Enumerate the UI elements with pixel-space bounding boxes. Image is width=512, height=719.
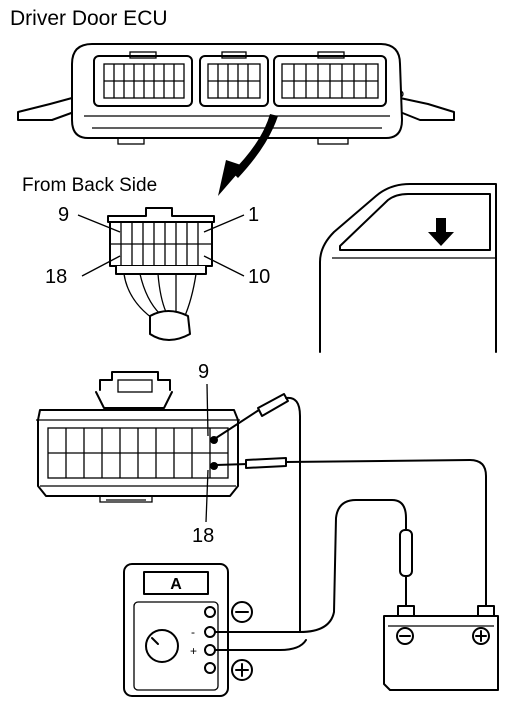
lead-to-battery-negative [214, 499, 407, 633]
multimeter: A - + [123, 563, 229, 697]
ecu-left-bracket [17, 97, 75, 121]
pointer-arrow [218, 114, 278, 196]
meter-minus-jack-label: - [191, 625, 195, 639]
battery-negative-terminal-icon [396, 627, 414, 645]
ecu-right-bracket [399, 97, 455, 121]
pin-18-leader [81, 255, 121, 277]
down-arrow-icon [428, 218, 454, 246]
probe-lower [215, 457, 487, 611]
pin-9-leader [77, 214, 121, 233]
pin-18-test-label: 18 [192, 525, 214, 547]
back-side-connector [107, 207, 215, 341]
meter-mode-label: A [170, 576, 182, 593]
pin-9-test-leader [206, 383, 209, 437]
pin-9-label: 9 [58, 204, 69, 226]
pin-1-label: 1 [248, 204, 259, 226]
meter-com-jack [204, 626, 216, 638]
pin-18-label: 18 [45, 266, 67, 288]
minus-circle-icon [231, 601, 253, 623]
meter-plus-jack [204, 644, 216, 656]
ecu-unit [17, 43, 455, 145]
meter-selector-dial [145, 629, 179, 663]
test-connector [36, 371, 240, 503]
lead-plus [214, 639, 307, 651]
pin-10-label: 10 [248, 266, 270, 288]
probe-upper [215, 393, 301, 633]
pin-18-test-leader [205, 469, 209, 523]
meter-plus-jack-label: + [190, 644, 197, 658]
pin-10-leader [203, 255, 245, 277]
plus-circle-icon [231, 659, 253, 681]
meter-display [143, 571, 209, 595]
title-label: Driver Door ECU [10, 7, 168, 30]
pin-9-test-label: 9 [198, 361, 209, 383]
battery-positive-terminal-icon [472, 627, 490, 645]
car-door-illustration [319, 183, 497, 353]
battery [383, 595, 499, 691]
ecu-connector-right [273, 51, 387, 107]
back-side-label: From Back Side [22, 175, 157, 196]
ecu-connector-left [93, 51, 193, 107]
inline-fuse [399, 529, 413, 607]
pin-1-leader [203, 214, 245, 233]
ecu-connector-middle [199, 51, 269, 107]
